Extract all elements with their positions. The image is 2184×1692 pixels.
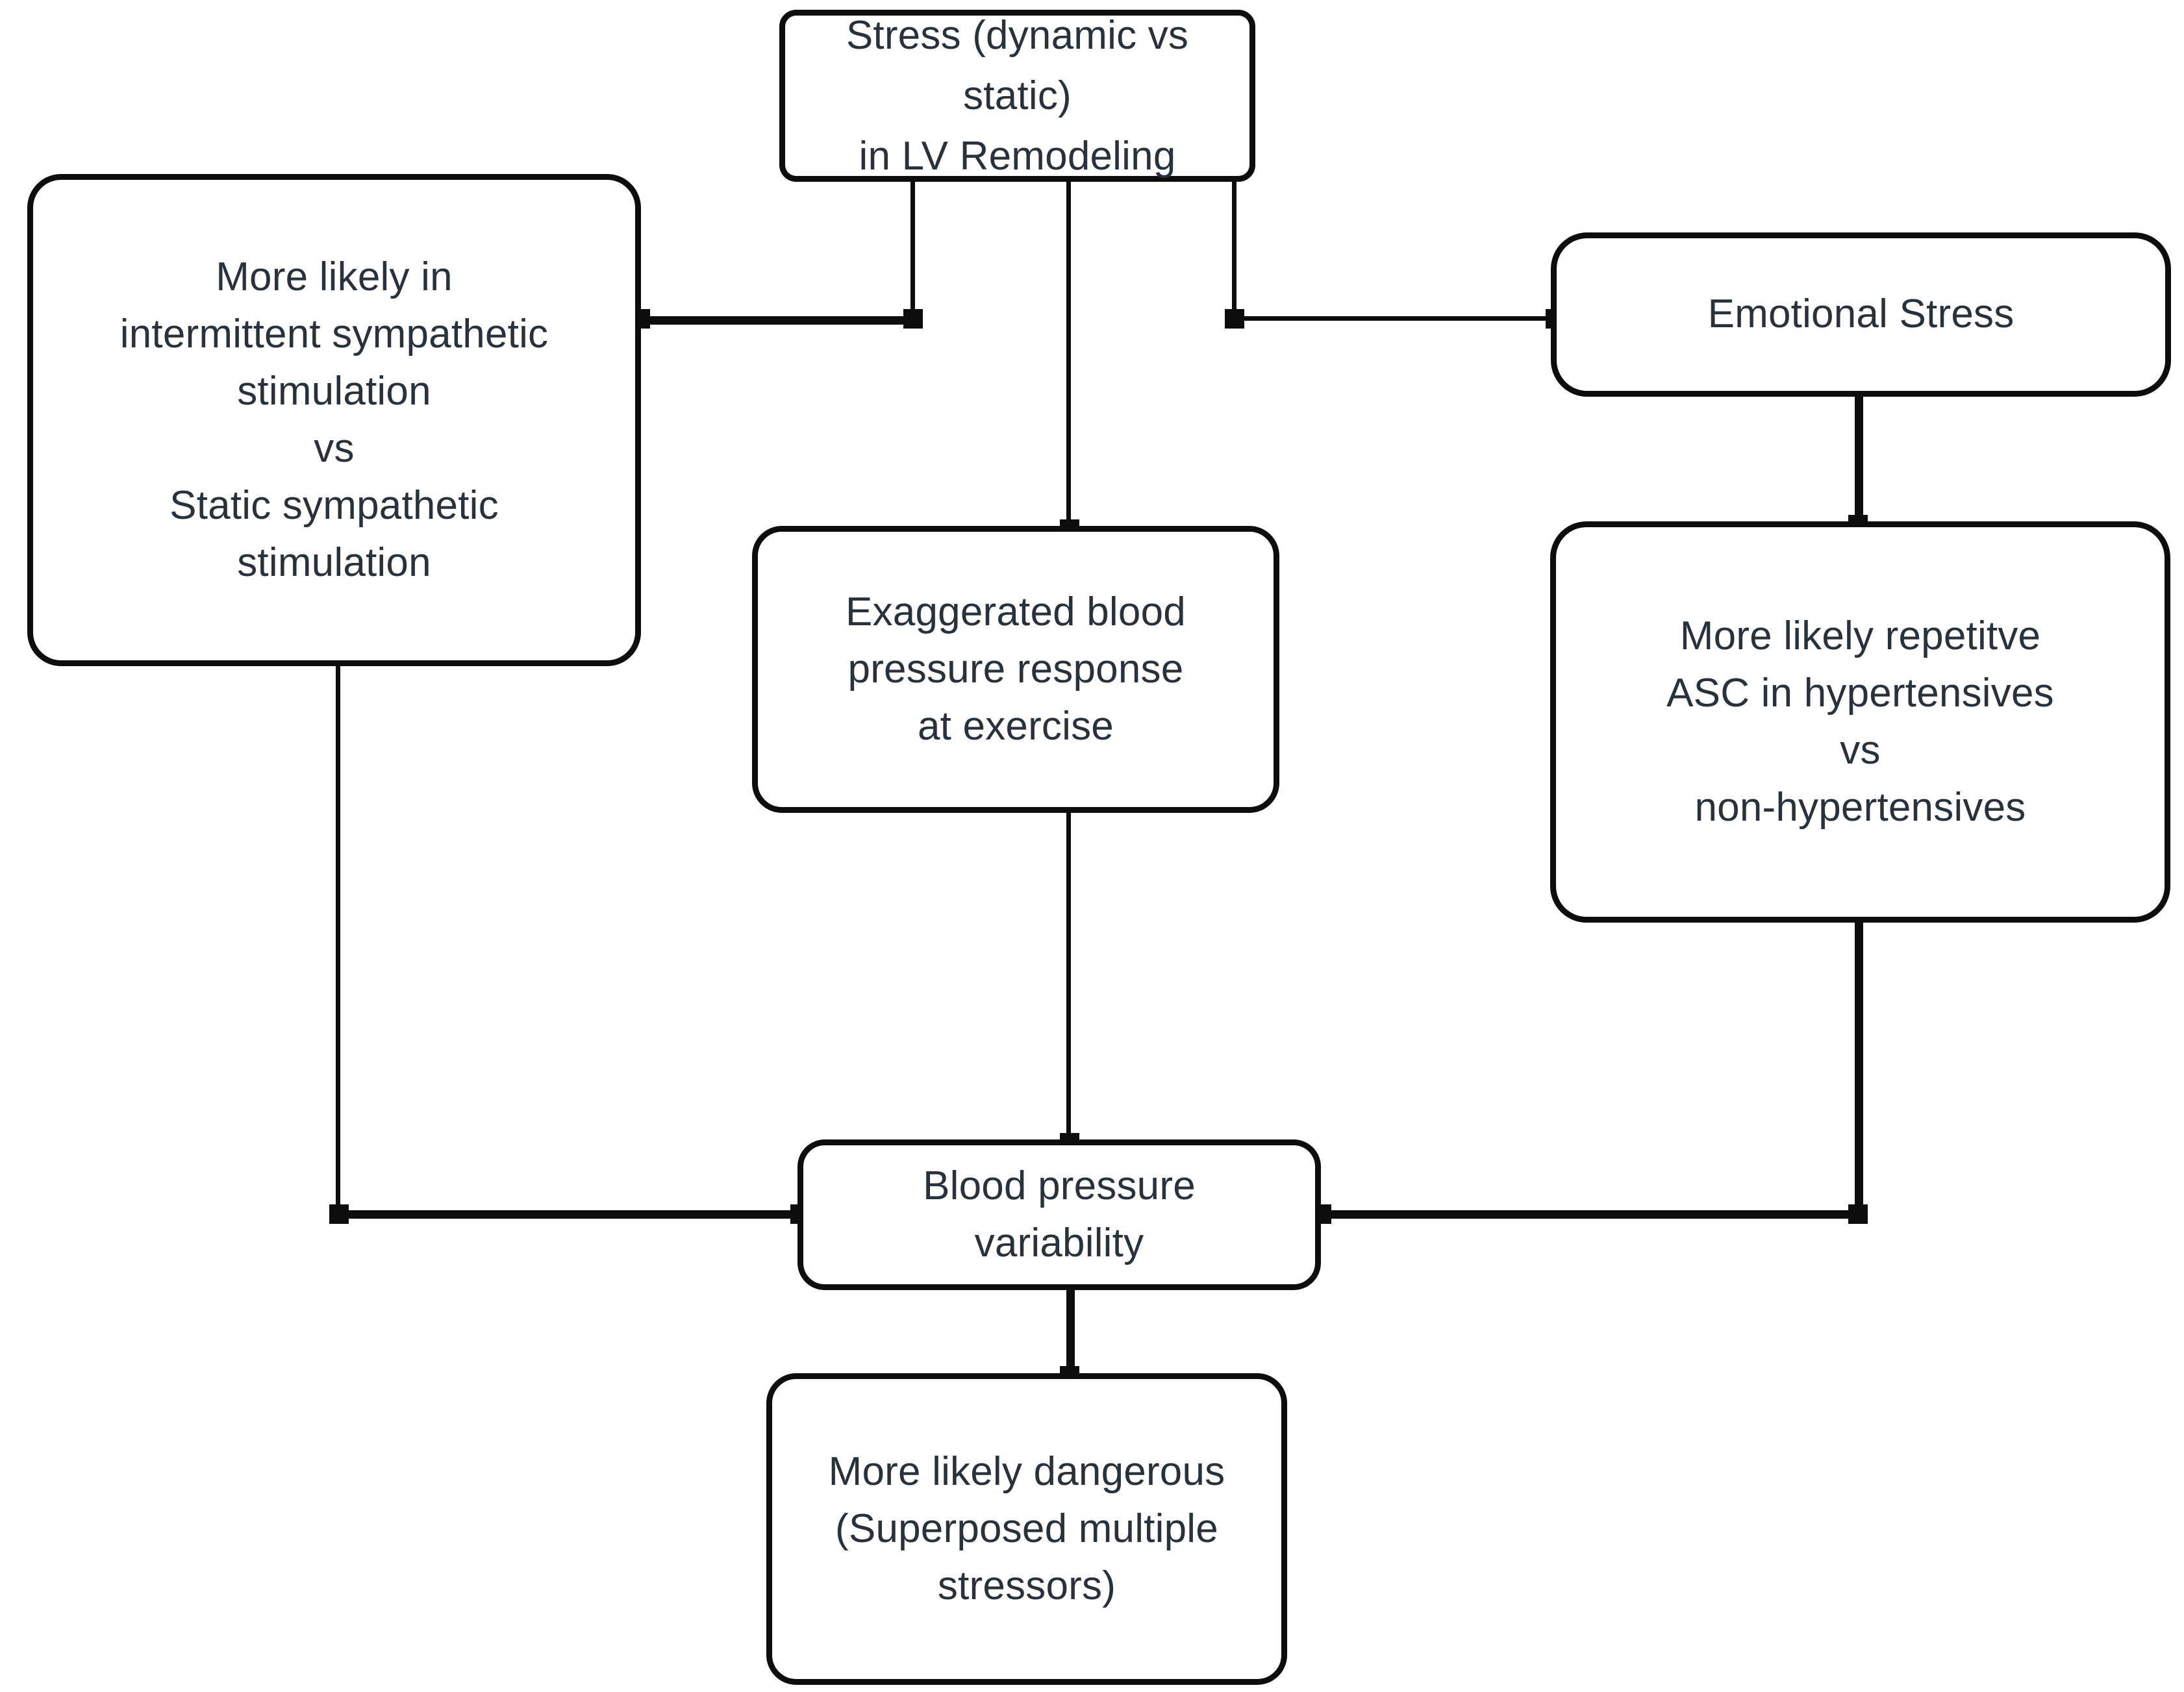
node-exaggerated-bp-response-label: Exaggerated blood pressure response at e… [846,589,1186,749]
connector-asc-to-bpv-horizontal [1316,1210,1863,1219]
connector-sympathetic-to-bpv-vertical [336,662,340,1219]
node-intermittent-vs-static-sympathetic-label: More likely in intermittent sympathetic … [119,254,549,586]
connector-emotional-to-asc [1855,393,1863,528]
node-more-likely-dangerous-label: More likely dangerous (Superposed multip… [828,1449,1225,1609]
node-emotional-stress-label: Emotional Stress [1707,292,2015,337]
connector-stress-to-emotional-vertical [1232,179,1236,320]
node-stress-root-label: Stress (dynamic vs static) in LV Remodel… [846,13,1189,179]
junction-square-stress-left-drop [903,309,923,329]
node-exaggerated-bp-response[interactable]: Exaggerated blood pressure response at e… [752,526,1279,813]
node-repetitive-asc-hypertensives[interactable]: More likely repetitve ASC in hypertensiv… [1550,521,2170,923]
node-stress-root[interactable]: Stress (dynamic vs static) in LV Remodel… [779,10,1255,182]
connector-asc-to-bpv-vertical [1855,917,1863,1219]
junction-square-sympathetic-bottom [329,1204,349,1224]
connector-stress-to-exaggerated-vertical [1066,179,1071,529]
node-repetitive-asc-hypertensives-label: More likely repetitve ASC in hypertensiv… [1666,613,2054,830]
node-intermittent-vs-static-sympathetic[interactable]: More likely in intermittent sympathetic … [27,174,641,666]
connector-exaggerated-to-bpv [1066,808,1071,1145]
node-blood-pressure-variability[interactable]: Blood pressure variability [797,1139,1321,1290]
node-emotional-stress[interactable]: Emotional Stress [1551,232,2171,397]
connector-stress-to-emotional-horizontal [1231,316,1555,321]
connector-sympathetic-to-bpv-horizontal [338,1210,803,1219]
connector-stress-to-sympathetic-horizontal [638,316,918,325]
node-more-likely-dangerous[interactable]: More likely dangerous (Superposed multip… [766,1373,1287,1685]
connector-stress-to-sympathetic-vertical [910,179,915,320]
node-blood-pressure-variability-label: Blood pressure variability [923,1163,1196,1265]
connector-bpv-to-dangerous [1066,1286,1075,1378]
junction-square-stress-right-drop [1225,309,1244,329]
junction-square-asc-bottom [1848,1204,1868,1224]
